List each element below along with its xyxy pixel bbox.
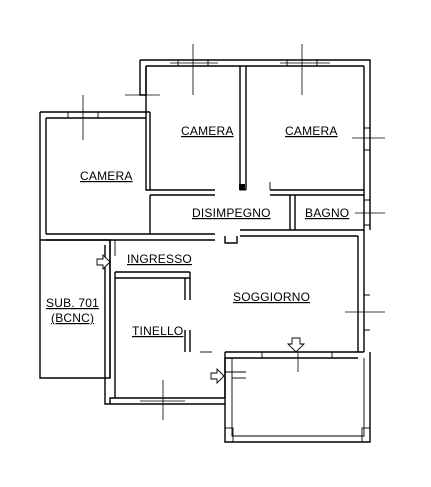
room-label-ingresso: INGRESSO <box>127 252 192 266</box>
room-label-disimpegno: DISIMPEGNO <box>192 206 271 220</box>
entrance-arrows <box>96 253 306 385</box>
room-label-camera-left: CAMERA <box>80 169 133 183</box>
interior-walls <box>46 66 364 398</box>
entrance-arrow-soggiorno <box>286 337 306 353</box>
room-label-tinello: TINELLO <box>132 324 183 338</box>
room-label-camera-top-right: CAMERA <box>285 124 338 138</box>
room-label-soggiorno: SOGGIORNO <box>233 290 310 304</box>
room-label-sub-line1: SUB. 701 <box>46 296 99 310</box>
room-label-bagno: BAGNO <box>305 206 349 220</box>
entrance-arrow-ingresso <box>96 253 111 271</box>
window-marks <box>67 44 385 443</box>
entrance-arrow-tinello <box>210 367 225 385</box>
room-label-camera-top-left: CAMERA <box>181 124 234 138</box>
room-label-sub-line2: (BCNC) <box>51 311 94 325</box>
outer-walls <box>39 59 371 443</box>
room-labels: CAMERA CAMERA CAMERA DISIMPEGNO BAGNO IN… <box>46 124 349 338</box>
